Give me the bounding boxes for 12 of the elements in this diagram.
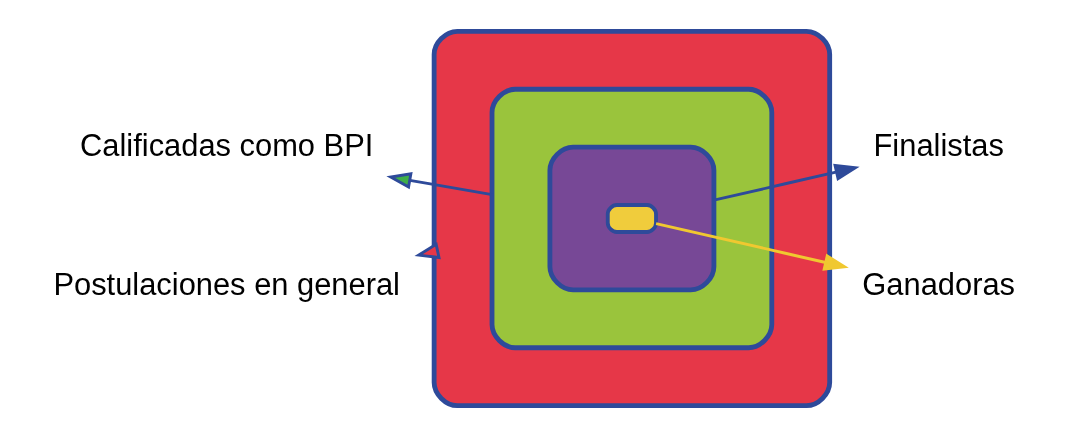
arrow: [414, 242, 441, 260]
node-text: Finalistas: [873, 128, 1004, 164]
node-text: Calificadas como BPI: [80, 128, 374, 164]
node-text: Ganadoras: [862, 267, 1016, 303]
arrow: [713, 163, 860, 202]
cluster: [547, 144, 717, 293]
arrow: [386, 172, 493, 197]
node-box: [605, 203, 658, 234]
cluster: [431, 28, 833, 409]
node-text: Postulaciones en general: [53, 267, 400, 303]
cluster: [489, 86, 775, 351]
arrow: [655, 222, 849, 271]
